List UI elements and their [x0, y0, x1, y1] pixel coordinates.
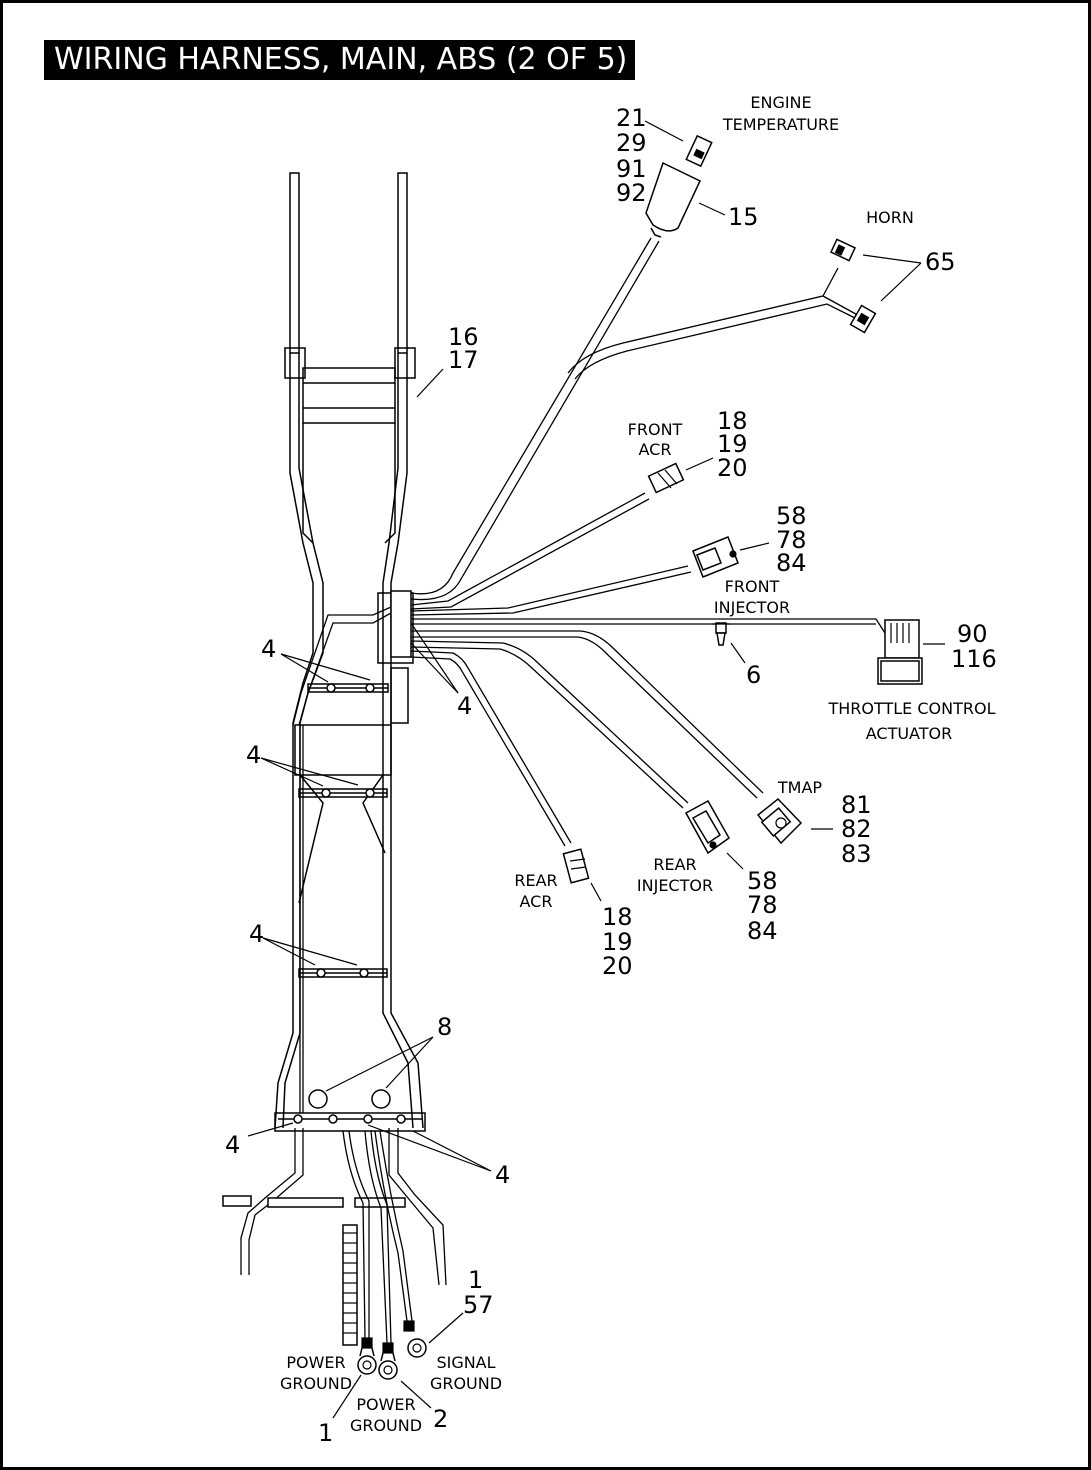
- svg-text:FRONT: FRONT: [628, 420, 683, 439]
- svg-text:29: 29: [616, 129, 647, 157]
- callout-tie-4-b: 4: [457, 692, 472, 720]
- ground-terminal-signal: [403, 1320, 427, 1358]
- svg-text:18: 18: [717, 407, 748, 435]
- svg-text:ACR: ACR: [520, 892, 553, 911]
- callout-tie-4-a: 4: [261, 635, 276, 663]
- callout-engine-temp-sensor: 15: [728, 203, 759, 231]
- callout-rear-injector: 58 78 84: [747, 867, 778, 945]
- loom-ribs: [343, 1232, 357, 1334]
- svg-text:21: 21: [616, 104, 647, 132]
- page-title: WIRING HARNESS, MAIN, ABS (2 OF 5): [44, 40, 636, 80]
- svg-text:REAR: REAR: [653, 855, 696, 874]
- svg-text:THROTTLE CONTROL: THROTTLE CONTROL: [827, 699, 995, 718]
- motorcycle-frame: [274, 172, 426, 1132]
- label-horn: HORN: [866, 208, 914, 227]
- callout-frame-clip: 16 17: [448, 323, 479, 374]
- lower-harness: [222, 1128, 447, 1380]
- label-tmap: TMAP: [777, 778, 823, 797]
- callout-front-acr: 18 19 20: [717, 407, 748, 482]
- label-engine-temperature: ENGINE TEMPERATURE: [722, 93, 839, 134]
- svg-text:19: 19: [602, 928, 633, 956]
- svg-text:POWER: POWER: [286, 1353, 345, 1372]
- svg-text:1: 1: [468, 1266, 483, 1294]
- svg-text:INJECTOR: INJECTOR: [637, 876, 713, 895]
- svg-text:GROUND: GROUND: [430, 1374, 502, 1393]
- callout-power-ground-center: 2: [433, 1405, 448, 1433]
- svg-text:78: 78: [776, 526, 807, 554]
- svg-text:20: 20: [717, 454, 748, 482]
- ground-terminal-power-center: [378, 1342, 398, 1380]
- label-signal-ground: SIGNAL GROUND: [430, 1353, 502, 1393]
- callout-grommet-8: 8: [437, 1013, 452, 1041]
- svg-text:GROUND: GROUND: [280, 1374, 352, 1393]
- front-acr-connector: [647, 462, 685, 494]
- svg-text:TEMPERATURE: TEMPERATURE: [722, 115, 839, 134]
- horn-connector-upper: [829, 238, 857, 262]
- svg-text:REAR: REAR: [514, 871, 557, 890]
- ground-terminal-power-left: [357, 1337, 377, 1375]
- label-front-injector: FRONT INJECTOR: [714, 577, 790, 617]
- svg-text:57: 57: [463, 1291, 494, 1319]
- svg-text:83: 83: [841, 840, 872, 868]
- svg-text:90: 90: [957, 620, 988, 648]
- label-power-ground-center: POWER GROUND: [350, 1395, 422, 1435]
- callout-tie-4-e: 4: [225, 1131, 240, 1159]
- callout-tmap: 81 82 83: [841, 791, 872, 868]
- svg-text:92: 92: [616, 179, 647, 207]
- svg-text:91: 91: [616, 155, 647, 183]
- svg-text:84: 84: [776, 549, 807, 577]
- throttle-control-actuator: [877, 619, 923, 685]
- svg-text:20: 20: [602, 952, 633, 980]
- callout-tie-4-d: 4: [249, 920, 264, 948]
- label-power-ground-left: POWER GROUND: [280, 1353, 352, 1393]
- leader-lines: [247, 120, 945, 1419]
- callout-clip-6: 6: [746, 661, 761, 689]
- harness-diagram: 21 29 91 92 15 65 16 17 18 19 20 58 78 8…: [222, 93, 997, 1447]
- engine-temperature-sensor: [645, 134, 713, 238]
- svg-text:18: 18: [602, 903, 633, 931]
- callout-rear-acr: 18 19 20: [602, 903, 633, 980]
- svg-text:58: 58: [776, 502, 807, 530]
- svg-text:81: 81: [841, 791, 872, 819]
- callout-tie-4-c: 4: [246, 741, 261, 769]
- svg-text:ENGINE: ENGINE: [750, 93, 811, 112]
- label-front-acr: FRONT ACR: [628, 420, 683, 459]
- label-throttle-control-actuator: THROTTLE CONTROL ACTUATOR: [827, 699, 995, 743]
- tmap-connector: [756, 797, 803, 845]
- svg-text:78: 78: [747, 891, 778, 919]
- callout-horn: 65: [925, 248, 956, 276]
- svg-text:82: 82: [841, 815, 872, 843]
- front-injector-connector: [692, 536, 739, 578]
- callout-power-ground-left: 1: [318, 1419, 333, 1447]
- svg-text:FRONT: FRONT: [725, 577, 780, 596]
- rear-acr-connector: [562, 848, 590, 884]
- callout-signal-ground-terminal: 1 57: [463, 1266, 494, 1319]
- svg-text:ACTUATOR: ACTUATOR: [866, 724, 953, 743]
- svg-text:POWER: POWER: [356, 1395, 415, 1414]
- svg-text:16: 16: [448, 323, 479, 351]
- callout-throttle: 90 116: [951, 620, 997, 673]
- callout-tie-4-f: 4: [495, 1161, 510, 1189]
- svg-text:INJECTOR: INJECTOR: [714, 598, 790, 617]
- svg-text:ACR: ACR: [639, 440, 672, 459]
- svg-text:GROUND: GROUND: [350, 1416, 422, 1435]
- svg-text:17: 17: [448, 346, 479, 374]
- label-rear-acr: REAR ACR: [514, 871, 557, 911]
- svg-text:SIGNAL: SIGNAL: [436, 1353, 495, 1372]
- tie-straps: [293, 683, 406, 1124]
- callout-front-injector: 58 78 84: [776, 502, 807, 577]
- label-rear-injector: REAR INJECTOR: [637, 855, 713, 895]
- svg-text:84: 84: [747, 917, 778, 945]
- harness-branches: [278, 237, 886, 1120]
- svg-text:58: 58: [747, 867, 778, 895]
- horn-connector-lower: [849, 304, 877, 334]
- callout-engine-temp-connector: 21 29 91 92: [616, 104, 647, 207]
- svg-text:116: 116: [951, 645, 997, 673]
- svg-text:19: 19: [717, 430, 748, 458]
- clip-6: [712, 622, 730, 646]
- rear-injector-connector: [684, 799, 730, 855]
